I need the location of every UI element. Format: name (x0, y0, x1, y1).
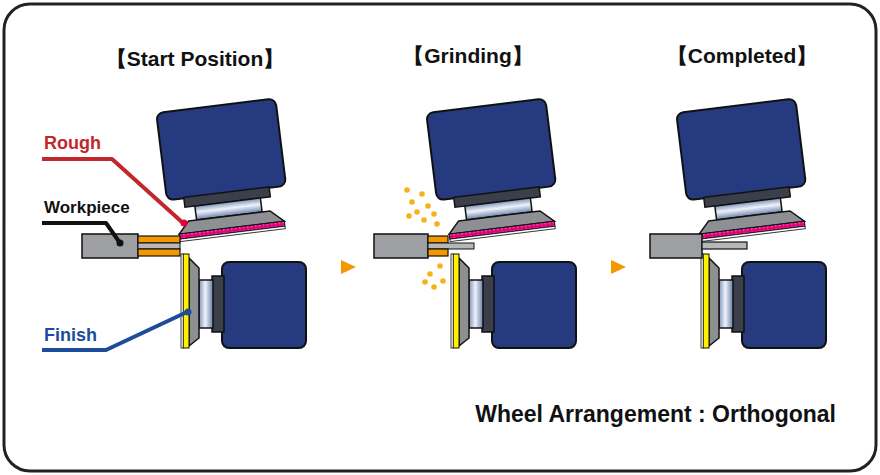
step-heading: 【Completed】 (667, 44, 818, 67)
part-label: Finish (44, 326, 97, 346)
step-heading: 【Grinding】 (403, 44, 533, 67)
caption: Wheel Arrangement : Orthogonal (475, 402, 836, 427)
part-label: Workpiece (44, 199, 130, 218)
part-label: Rough (44, 134, 101, 154)
step-heading: 【Start Position】 (106, 47, 285, 70)
